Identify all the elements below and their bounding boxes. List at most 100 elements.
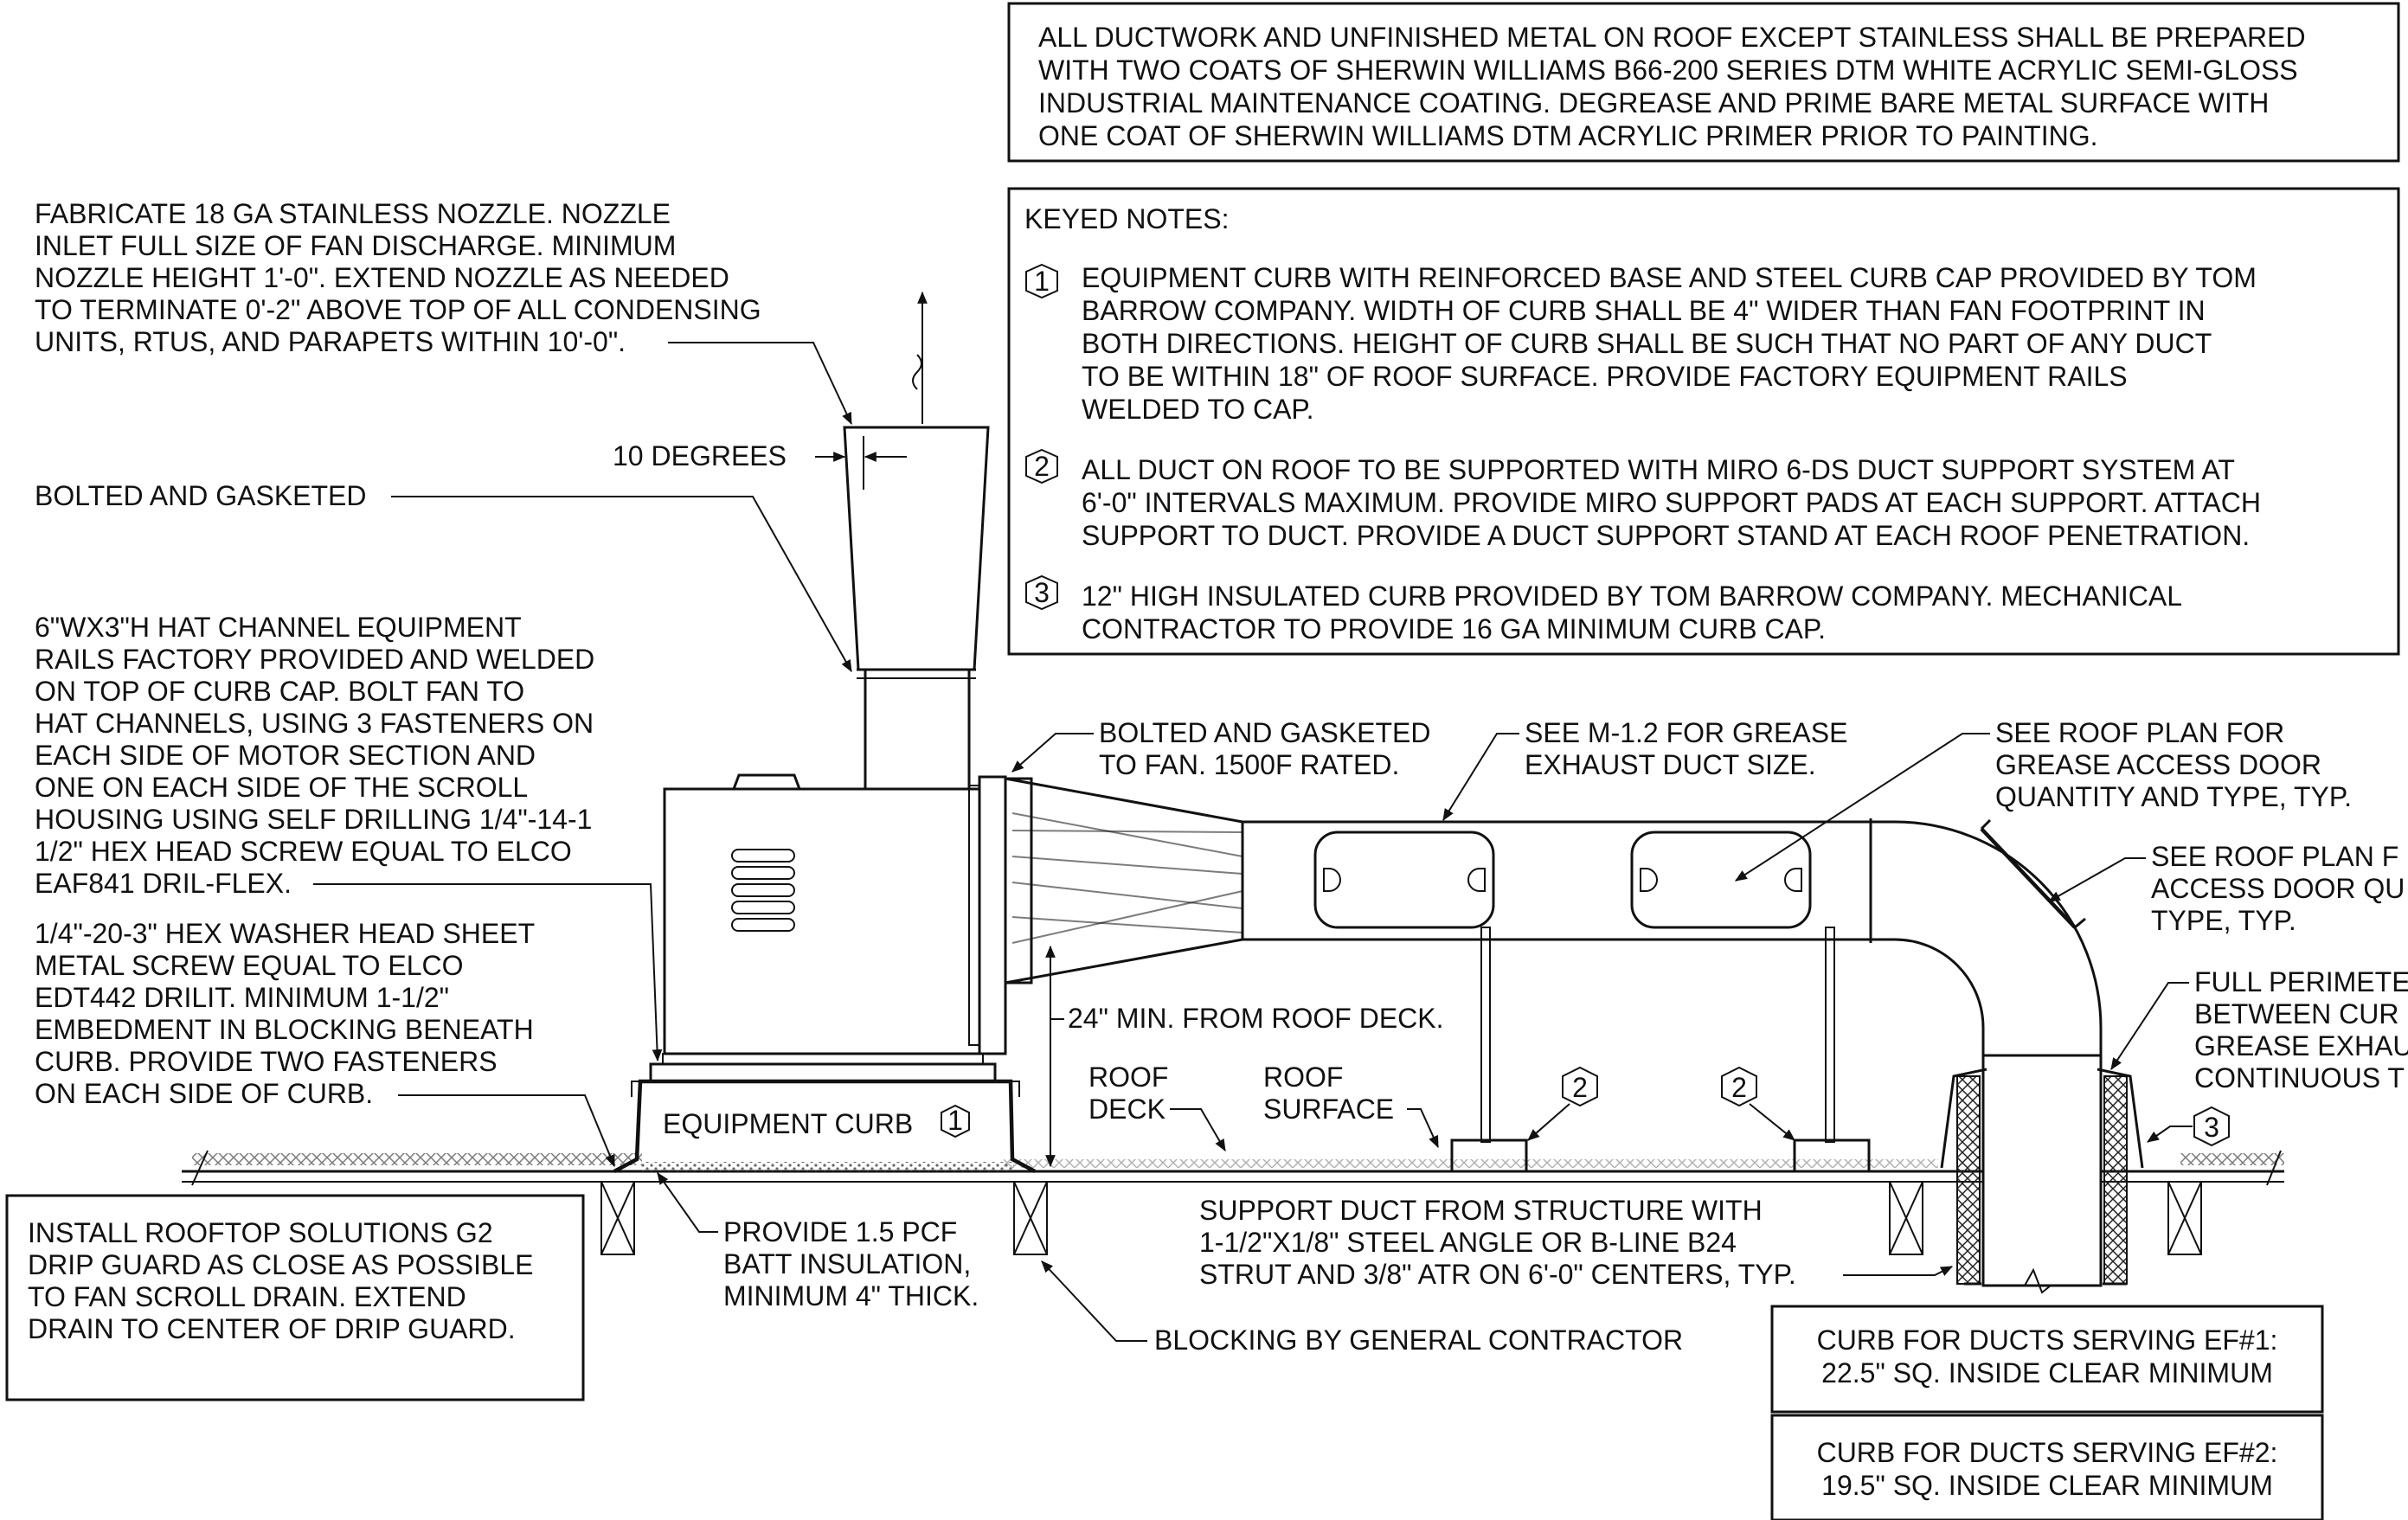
callout-line: UNITS, RTUS, AND PARAPETS WITHIN 10'-0". (35, 326, 626, 357)
curb-ef2-note: CURB FOR DUCTS SERVING EF#2: 19.5" SQ. I… (1770, 1414, 2324, 1520)
full-perimeter-callout: FULL PERIMETE BETWEEN CUR GREASE EXHAU C… (2110, 966, 2408, 1094)
callout-line: INLET FULL SIZE OF FAN DISCHARGE. MINIMU… (35, 230, 676, 261)
callout-line: BLOCKING BY GENERAL CONTRACTOR (1154, 1324, 1683, 1356)
blocking (1013, 1181, 1048, 1255)
callout-line: 22.5" SQ. INSIDE CLEAR MINIMUM (1821, 1357, 2273, 1389)
callout-line: EMBEDMENT IN BLOCKING BENEATH (35, 1014, 534, 1045)
roof-insulation-hatch (1004, 1159, 1938, 1168)
key-hexagon-icon (1562, 1066, 1598, 1107)
duct-support-strut (1825, 927, 1835, 1143)
support-key-b: 2 (1721, 1066, 1795, 1141)
leader-arrow-icon (2047, 857, 2146, 902)
callout-line: 6"WX3"H HAT CHANNEL EQUIPMENT (35, 612, 522, 643)
callout-line: BATT INSULATION, (723, 1248, 971, 1279)
callout-line: FULL PERIMETE (2194, 966, 2408, 997)
key-number: 2 (1572, 1072, 1588, 1103)
roof-deck-callout: ROOF DECK (1088, 1061, 1226, 1152)
keyed-note-line: CONTRACTOR TO PROVIDE 16 GA MINIMUM CURB… (1082, 613, 1826, 645)
fan-outlet-flange (968, 785, 980, 1046)
fan-motor-housing (663, 787, 981, 1055)
duct-riser (1981, 1054, 2103, 1287)
transition-flange (1004, 777, 1033, 984)
curb-cap (2097, 1068, 2144, 1169)
support-duct-callout: SUPPORT DUCT FROM STRUCTURE WITH 1-1/2"X… (1199, 1195, 1954, 1290)
callout-line: SEE M-1.2 FOR GREASE (1525, 717, 1847, 748)
clearance-label: 24" MIN. FROM ROOF DECK. (1068, 1003, 1444, 1034)
callout-line: CURB. PROVIDE TWO FASTENERS (35, 1046, 498, 1077)
callout-line: EACH SIDE OF MOTOR SECTION AND (35, 740, 536, 771)
exhaust-fan (663, 291, 990, 1055)
fan-outlet-flange (978, 775, 1007, 1055)
callout-line: MINIMUM 4" THICK. (723, 1280, 979, 1312)
keyed-notes-frame (1007, 187, 2400, 656)
leader-arrow-icon (1442, 733, 1519, 821)
key-hexagon-icon (2193, 1106, 2230, 1147)
key-number: 1 (947, 1105, 963, 1136)
fan-base (662, 1053, 984, 1065)
leader-arrow-icon (2147, 1126, 2193, 1143)
leader-arrow-icon (1735, 733, 1990, 882)
see-roof-grease-callout: SEE ROOF PLAN FOR GREASE ACCESS DOOR QUA… (1735, 717, 2352, 882)
see-m12-callout: SEE M-1.2 FOR GREASE EXHAUST DUCT SIZE. (1442, 717, 1847, 821)
callout-line: SEE ROOF PLAN FOR (1995, 717, 2284, 748)
key-hexagon-icon (1721, 1066, 1757, 1107)
callout-line: ON TOP OF CURB CAP. BOLT FAN TO (35, 676, 524, 707)
key-hexagon-icon (1025, 574, 1058, 611)
blocking-cross (600, 1181, 635, 1255)
callout-line: ONE ON EACH SIDE OF THE SCROLL (35, 772, 528, 803)
keyed-note-line: 12" HIGH INSULATED CURB PROVIDED BY TOM … (1082, 580, 2182, 612)
callout-line: TO FAN. 1500F RATED. (1099, 749, 1399, 780)
bolted-gasketed-callout: BOLTED AND GASKETED (35, 480, 852, 673)
discharge-nozzle (843, 426, 990, 671)
callout-line: ROOF (1263, 1061, 1343, 1093)
callout-line: FABRICATE 18 GA STAINLESS NOZZLE. NOZZLE (35, 198, 671, 229)
key-number: 2 (1731, 1072, 1747, 1103)
key-hexagon-icon (1025, 448, 1058, 484)
leader-arrow-icon (1041, 1260, 1147, 1342)
callout-line: EAF841 DRIL-FLEX. (35, 868, 292, 899)
callout-line: BOLTED AND GASKETED (1099, 717, 1431, 748)
insulated-curb-key: 3 (2147, 1106, 2230, 1147)
callout-line: SEE ROOF PLAN F (2151, 841, 2398, 872)
curb-insulation (1956, 1075, 1981, 1285)
paint-note-line: ONE COAT OF SHERWIN WILLIAMS DTM ACRYLIC… (1038, 120, 2097, 151)
drip-guard-note: INSTALL ROOFTOP SOLUTIONS G2 DRIP GUARD … (5, 1194, 585, 1401)
callout-line: DRAIN TO CENTER OF DRIP GUARD. (28, 1313, 516, 1344)
batt-insulation (640, 1162, 1014, 1171)
duct-elbow-inner (1871, 938, 1985, 1061)
ten-degrees-label: 10 DEGREES (613, 440, 787, 471)
callout-line: SUPPORT DUCT FROM STRUCTURE WITH (1199, 1195, 1763, 1226)
access-door-flange (2074, 917, 2086, 929)
curb-insulation (2103, 1075, 2128, 1285)
equipment-curb: EQUIPMENT CURB 1 (613, 1053, 1037, 1173)
door-latch-icon (1467, 868, 1486, 892)
callout-line: 1/4"-20-3" HEX WASHER HEAD SHEET (35, 918, 535, 949)
door-latch-icon (1323, 868, 1341, 892)
leader-arrow-icon (391, 496, 852, 673)
door-latch-icon (1784, 868, 1802, 892)
leader-arrow-icon (1407, 1108, 1439, 1149)
leader-arrow-icon (1011, 733, 1094, 773)
roof-break-line (2266, 1150, 2282, 1186)
callout-line: CURB FOR DUCTS SERVING EF#1: (1817, 1324, 2278, 1356)
callout-line: RAILS FACTORY PROVIDED AND WELDED (35, 644, 594, 675)
leader-arrow-icon (1843, 1266, 1954, 1276)
curb-ef2-frame (1770, 1414, 2324, 1520)
clearance-dimension: 24" MIN. FROM ROOF DECK. (1045, 945, 1444, 1168)
bolted-fan-callout: BOLTED AND GASKETED TO FAN. 1500F RATED. (1011, 717, 1431, 780)
key-hexagon-icon (1025, 263, 1058, 299)
callout-line: STRUT AND 3/8" ATR ON 6'-0" CENTERS, TYP… (1199, 1259, 1796, 1290)
key-number: 3 (2204, 1112, 2219, 1143)
callout-line: BOLTED AND GASKETED (35, 480, 367, 511)
see-roof-access-callout: SEE ROOF PLAN F ACCESS DOOR QU TYPE, TYP… (2047, 841, 2405, 936)
fan-discharge-stack (864, 668, 971, 791)
duct-elbow-outer (1871, 820, 2103, 1061)
batt-callout: PROVIDE 1.5 PCF BATT INSULATION, MINIMUM… (657, 1172, 979, 1312)
duct-support-pad (1793, 1138, 1871, 1173)
callout-line: DRIP GUARD AS CLOSE AS POSSIBLE (28, 1249, 534, 1280)
blocking-cross (1889, 1181, 1923, 1255)
blocking-cross (1013, 1181, 1048, 1255)
paint-note-line: INDUSTRIAL MAINTENANCE COATING. DEGREASE… (1038, 87, 2269, 119)
callout-line: TO FAN SCROLL DRAIN. EXTEND (28, 1281, 466, 1312)
leader-arrow-icon (2110, 982, 2189, 1070)
